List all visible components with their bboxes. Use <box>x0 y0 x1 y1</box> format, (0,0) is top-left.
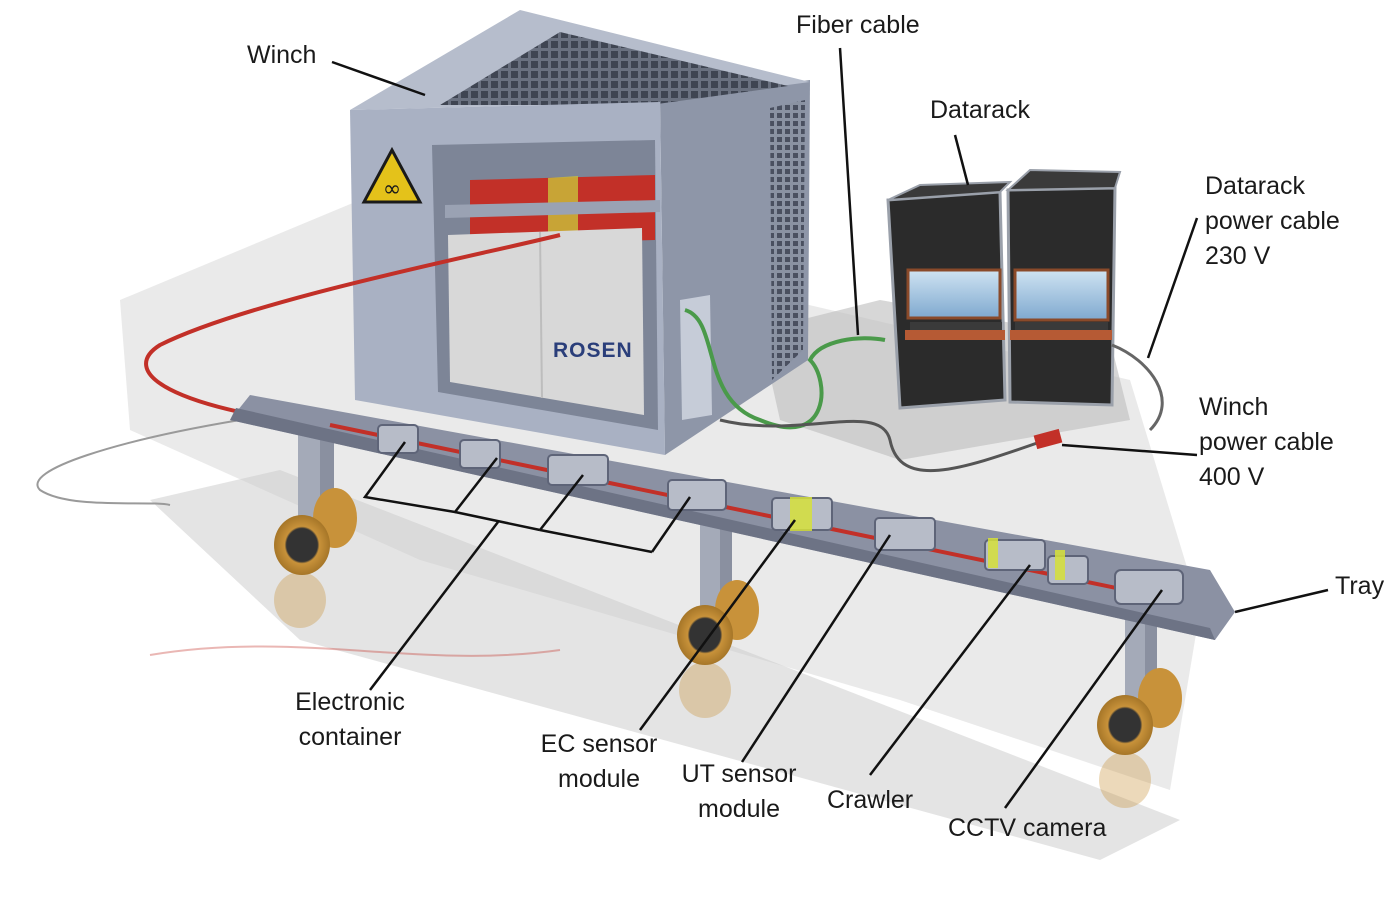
leader-electronic-container <box>369 521 499 691</box>
cables <box>36 233 1164 506</box>
label-datarack-power-cable: Datarack power cable 230 V <box>1205 169 1340 274</box>
label-line: module <box>698 795 780 823</box>
rosen-logo: ROSEN <box>553 339 633 362</box>
label-line: Winch <box>1199 393 1269 421</box>
label-datarack: Datarack <box>930 96 1031 124</box>
label-line: Electronic <box>295 688 405 716</box>
leader-winch <box>331 60 426 97</box>
leader-tray <box>1234 588 1329 614</box>
label-line: module <box>558 765 640 793</box>
label-line: EC sensor <box>540 730 658 758</box>
leader-datarack <box>953 134 970 186</box>
datarack <box>886 168 1122 410</box>
svg-text:∞: ∞ <box>383 177 401 202</box>
leader-ec-sensor <box>638 519 797 731</box>
leader-datarack-power <box>1146 217 1199 359</box>
tray <box>230 395 1235 755</box>
label-winch-power-cable: Winch power cable 400 V <box>1199 390 1334 495</box>
label-crawler: Crawler <box>827 786 914 814</box>
leader-winch-power <box>1061 443 1198 457</box>
label-line: container <box>298 723 402 751</box>
leader-cctv <box>1003 589 1164 809</box>
reflections <box>149 572 1151 808</box>
label-line: UT sensor <box>681 760 797 788</box>
leader-lines <box>331 47 1329 809</box>
leader-fiber-cable <box>838 47 860 336</box>
label-ut-sensor-module: UT sensor module <box>668 757 810 827</box>
label-line: power cable <box>1205 207 1340 235</box>
label-cctv-camera: CCTV camera <box>948 814 1107 842</box>
label-winch: Winch <box>247 41 317 69</box>
label-ec-sensor-module: EC sensor module <box>528 727 670 797</box>
leader-ut-sensor <box>740 534 892 763</box>
label-line: power cable <box>1199 428 1334 456</box>
label-fiber-cable: Fiber cable <box>796 11 920 39</box>
leader-electronic-container-bracket <box>362 441 498 514</box>
label-electronic-container: Electronic container <box>280 685 420 755</box>
label-tray: Tray <box>1335 572 1385 600</box>
label-line: Datarack <box>1205 172 1306 200</box>
label-line: 230 V <box>1205 242 1271 270</box>
leader-crawler <box>869 564 1031 776</box>
winch: ∞ <box>350 10 810 455</box>
label-line: 400 V <box>1199 463 1265 491</box>
